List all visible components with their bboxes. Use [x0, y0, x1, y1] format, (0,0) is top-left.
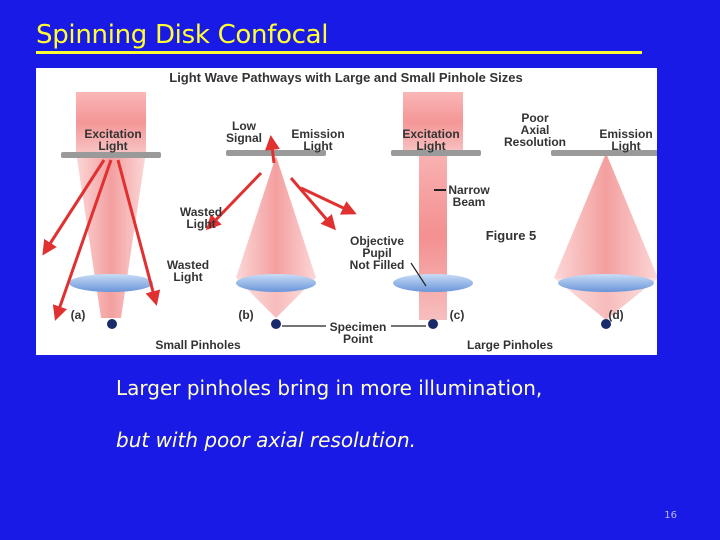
title-underline: [36, 51, 642, 54]
label-emission-d-1: Emission: [599, 127, 652, 141]
label-specimen-1: Specimen: [330, 320, 387, 334]
label-low-signal-1: Low: [232, 119, 257, 133]
label-wasted-2a: Wasted: [167, 258, 209, 272]
label-figure-number: Figure 5: [486, 228, 537, 243]
panel-label-c: (c): [450, 308, 465, 322]
label-specimen-2: Point: [343, 332, 373, 346]
label-emission-b-1: Emission: [291, 127, 344, 141]
panel-b: [205, 135, 357, 329]
label-excitation-c-1: Excitation: [402, 127, 459, 141]
panel-label-b: (b): [238, 308, 253, 322]
label-excitation-c-2: Light: [416, 139, 445, 153]
panel-label-a: (a): [71, 308, 86, 322]
figure-heading: Light Wave Pathways with Large and Small…: [169, 70, 523, 85]
label-poor-axial-2: Axial: [521, 123, 550, 137]
label-objective-pupil-3: Not Filled: [350, 258, 405, 272]
panel-a: [42, 92, 161, 329]
label-wasted-2b: Light: [173, 270, 202, 284]
panel-c: [391, 92, 481, 329]
pinhole-diagram: Light Wave Pathways with Large and Small…: [42, 70, 657, 352]
label-poor-axial-3: Resolution: [504, 135, 566, 149]
label-objective-pupil-1: Objective: [350, 234, 404, 248]
page-number: 16: [664, 510, 677, 521]
label-poor-axial-1: Poor: [521, 111, 549, 125]
label-objective-pupil-2: Pupil: [362, 246, 391, 260]
panel-label-d: (d): [608, 308, 623, 322]
label-narrow-beam-2: Beam: [453, 195, 486, 209]
label-low-signal-2: Signal: [226, 131, 262, 145]
label-narrow-beam-1: Narrow: [448, 183, 490, 197]
figure-panel: Light Wave Pathways with Large and Small…: [36, 68, 657, 355]
label-emission-d-2: Light: [611, 139, 640, 153]
label-wasted-1a: Wasted: [180, 205, 222, 219]
label-small-pinholes: Small Pinholes: [155, 338, 241, 352]
label-emission-b-2: Light: [303, 139, 332, 153]
label-large-pinholes: Large Pinholes: [467, 338, 553, 352]
label-excitation-a-2: Light: [98, 139, 127, 153]
panel-d: [551, 150, 657, 329]
caption-line-2: but with poor axial resolution.: [116, 428, 417, 452]
caption-line-1: Larger pinholes bring in more illuminati…: [116, 376, 543, 400]
label-wasted-1b: Light: [186, 217, 215, 231]
slide-title: Spinning Disk Confocal: [36, 20, 329, 50]
label-excitation-a-1: Excitation: [84, 127, 141, 141]
